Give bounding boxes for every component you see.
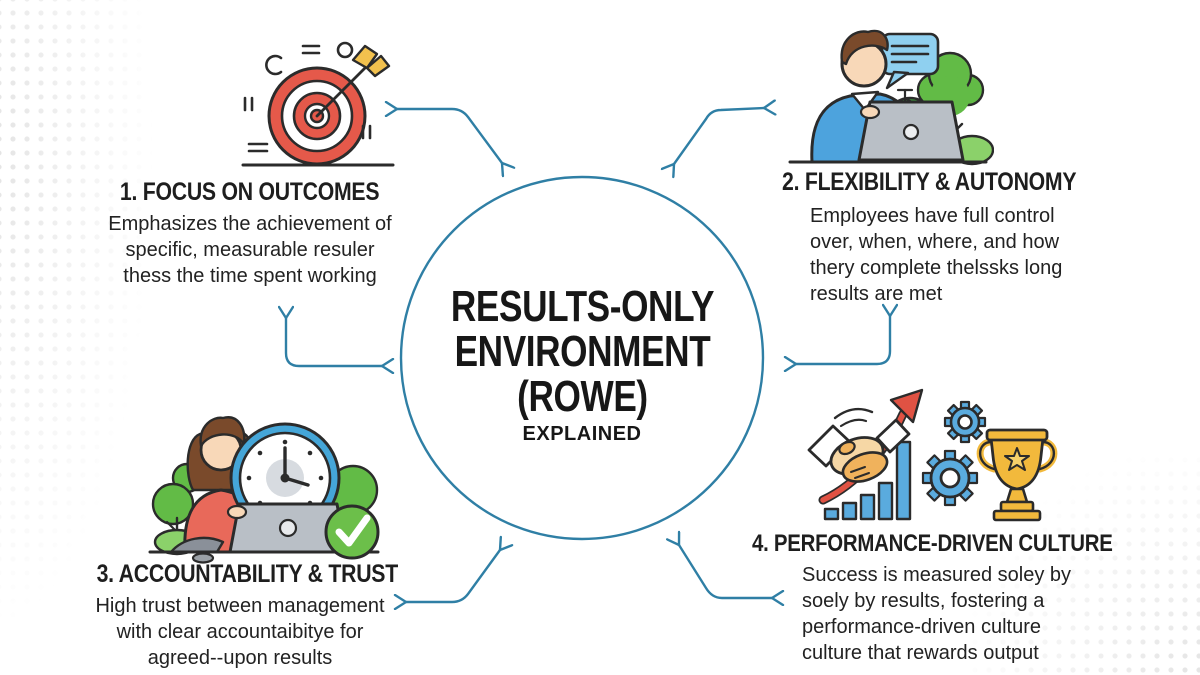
center-subtitle: EXPLAINED xyxy=(522,423,642,445)
section-3-body: High trust between management with clear… xyxy=(95,595,385,669)
section-2-title: 2. FLEXIBILITY & AUTONOMY xyxy=(782,168,1077,196)
center-title-block: RESULTS-ONLY ENVIRONMENT (ROWE) EXPLAINE… xyxy=(392,284,772,446)
arrow-left-middle xyxy=(286,318,382,366)
arrow-bottom-left xyxy=(406,550,500,602)
section-4-body: Success is measured soley by soely by re… xyxy=(802,564,1072,664)
section-4-title: 4. PERFORMANCE-DRIVEN CULTURE xyxy=(752,530,1113,557)
target-arrow-icon xyxy=(241,41,395,167)
section-3-title: 3. ACCOUNTABILITY & TRUST xyxy=(96,560,399,588)
arrow-bottom-right xyxy=(679,545,772,598)
center-title: RESULTS-ONLY ENVIRONMENT (ROWE) xyxy=(450,282,714,421)
arrow-top-left xyxy=(397,109,502,163)
arrow-top-right xyxy=(674,108,764,164)
person-laptop-trees-icon xyxy=(788,29,994,166)
section-1-title: 1. FOCUS ON OUTCOMES xyxy=(120,178,380,206)
arrow-right-middle xyxy=(796,316,890,364)
section-performance-driven-culture: 4. PERFORMANCE-DRIVEN CULTURE Success is… xyxy=(752,530,1162,666)
section-accountability-trust: 3. ACCOUNTABILITY & TRUST High trust bet… xyxy=(70,560,410,671)
center-circle xyxy=(399,175,765,541)
section-focus-on-outcomes: 1. FOCUS ON OUTCOMES Emphasizes the achi… xyxy=(78,178,422,289)
handshake-growth-trophy-icon xyxy=(807,388,1058,522)
person-clock-check-icon xyxy=(148,416,380,564)
section-flexibility-autonomy: 2. FLEXIBILITY & AUTONOMY Employees have… xyxy=(782,168,1122,307)
section-2-body: Employees have full control over, when, … xyxy=(810,205,1063,305)
section-1-body: Emphasizes the achievement of specific, … xyxy=(108,213,392,287)
